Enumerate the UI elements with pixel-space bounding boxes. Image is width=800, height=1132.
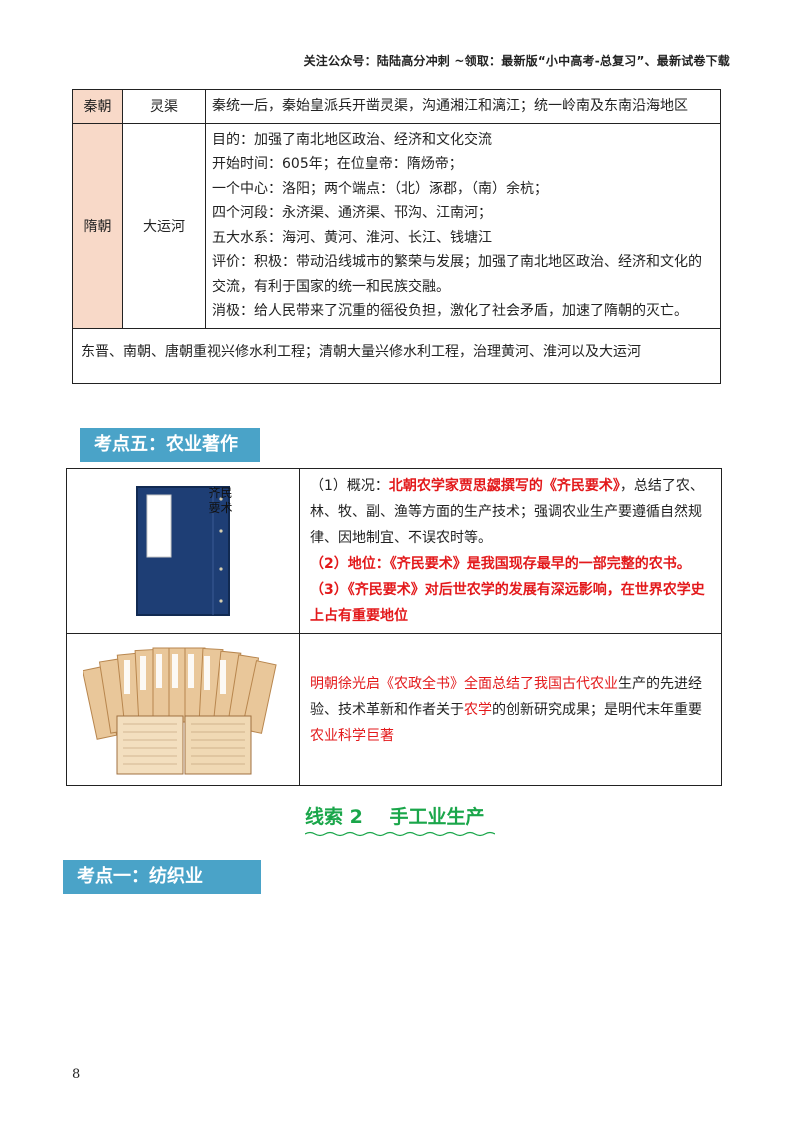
nongzheng-quanshu-book-image [83,647,277,774]
description-line: 消极：给人民带来了沉重的徭役负担，激化了社会矛盾，加速了隋朝的灭亡。 [212,303,688,319]
clue-label: 线索 2 [305,806,363,828]
book-image-cell: 齐民要术 [66,468,300,634]
table-footer: 东晋、南朝、唐朝重视兴修水利工程；清朝大量兴修水利工程，治理黄河、淮河以及大运河 [72,327,721,384]
clue-heading: 线索 2 手工业生产 [305,802,495,837]
description-line: 四个河段：永济渠、通济渠、邗沟、江南河； [212,205,492,221]
book-cover-title: 齐民要术 [208,485,233,515]
page-number: 8 [72,1067,81,1082]
description-line: 目的：加强了南北地区政治、经济和文化交流 [212,131,492,148]
table-row: 明朝徐光启《农政全书》全面总结了我国古代农业生产的先进经验、技术革新和作者关于农… [66,633,722,786]
book1-description: （1）概况：北朝农学家贾思勰撰写的《齐民要术》，总结了农、林、牧、副、渔等方面的… [299,468,722,634]
description-cell: 秦统一后，秦始皇派兵开凿灵渠，沟通湘江和漓江；统一岭南及东南沿海地区 [205,89,721,124]
books-table: 齐民要术 （1）概况：北朝农学家贾思勰撰写的《齐民要术》，总结了农、林、牧、副、… [66,468,722,786]
text-span: （1）概况： [310,478,389,494]
wavy-underline [305,831,495,837]
text-span: 的创新研究成果；是明代末年重要 [492,701,702,718]
table-footer-row: 东晋、南朝、唐朝重视兴修水利工程；清朝大量兴修水利工程，治理黄河、淮河以及大运河 [72,327,721,384]
book-image-cell [66,633,300,786]
text-span: ，总结了农、林、牧、副、渔等方面的生产技术；强调农业生产要遵循自然规律、因地制宜… [310,478,704,546]
book2-description: 明朝徐光启《农政全书》全面总结了我国古代农业生产的先进经验、技术革新和作者关于农… [299,633,722,786]
highlight-text: 北朝农学家贾思勰撰写的《齐民要术》 [388,478,620,494]
table-row: 齐民要术 （1）概况：北朝农学家贾思勰撰写的《齐民要术》，总结了农、林、牧、副、… [66,468,722,634]
highlight-text: 地位：《齐民要术》是我国现存最早的一部完整的农书。 [347,556,691,572]
clue-title: 手工业生产 [389,806,485,828]
project-cell: 大运河 [122,122,206,329]
highlight-text: 农学 [464,701,492,718]
description-line: 一个中心：洛阳；两个端点：（北）涿郡，（南）余杭； [212,180,548,197]
table-row: 隋朝 大运河 目的：加强了南北地区政治、经济和文化交流 开始时间：605年；在位… [72,122,721,329]
description-line: 秦统一后，秦始皇派兵开凿灵渠，沟通湘江和漓江；统一岭南及东南沿海地区 [212,98,688,114]
description-cell: 目的：加强了南北地区政治、经济和文化交流 开始时间：605年；在位皇帝：隋炀帝；… [205,122,721,329]
qimin-yaoshu-book-image [136,486,230,616]
text-span: 生产的先进经验、技术革新和作者关于 [310,675,702,718]
dynasty-cell: 秦朝 [72,89,123,124]
canal-table: 秦朝 灵渠 秦统一后，秦始皇派兵开凿灵渠，沟通湘江和漓江；统一岭南及东南沿海地区… [72,89,721,384]
description-line: 五大水系：海河、黄河、淮河、长江、钱塘江 [212,229,492,246]
project-cell: 灵渠 [122,89,206,124]
page-header: 关注公众号：陆陆高分冲刺 ~领取：最新版“小中高考-总复习”、最新试卷下载 [303,54,730,68]
highlight-text: （3）《齐民要术》对后世农学的发展有深远影响，在世界农学史上占有重要地位 [310,582,705,624]
dynasty-cell: 隋朝 [72,122,123,329]
highlight-text: （2） [310,556,348,572]
highlight-text: 明朝徐光启《农政全书》全面总结了我国古代农业 [310,675,618,692]
section-heading: 考点五：农业著作 [80,428,260,462]
section-heading: 考点一：纺织业 [63,860,261,894]
highlight-text: 农业科学巨著 [310,727,394,744]
table-row: 秦朝 灵渠 秦统一后，秦始皇派兵开凿灵渠，沟通湘江和漓江；统一岭南及东南沿海地区 [72,89,721,124]
description-line: 评价：积极：带动沿线城市的繁荣与发展；加强了南北地区政治、经济和文化的交流，有利… [212,254,702,295]
description-line: 开始时间：605年；在位皇帝：隋炀帝； [212,156,463,172]
